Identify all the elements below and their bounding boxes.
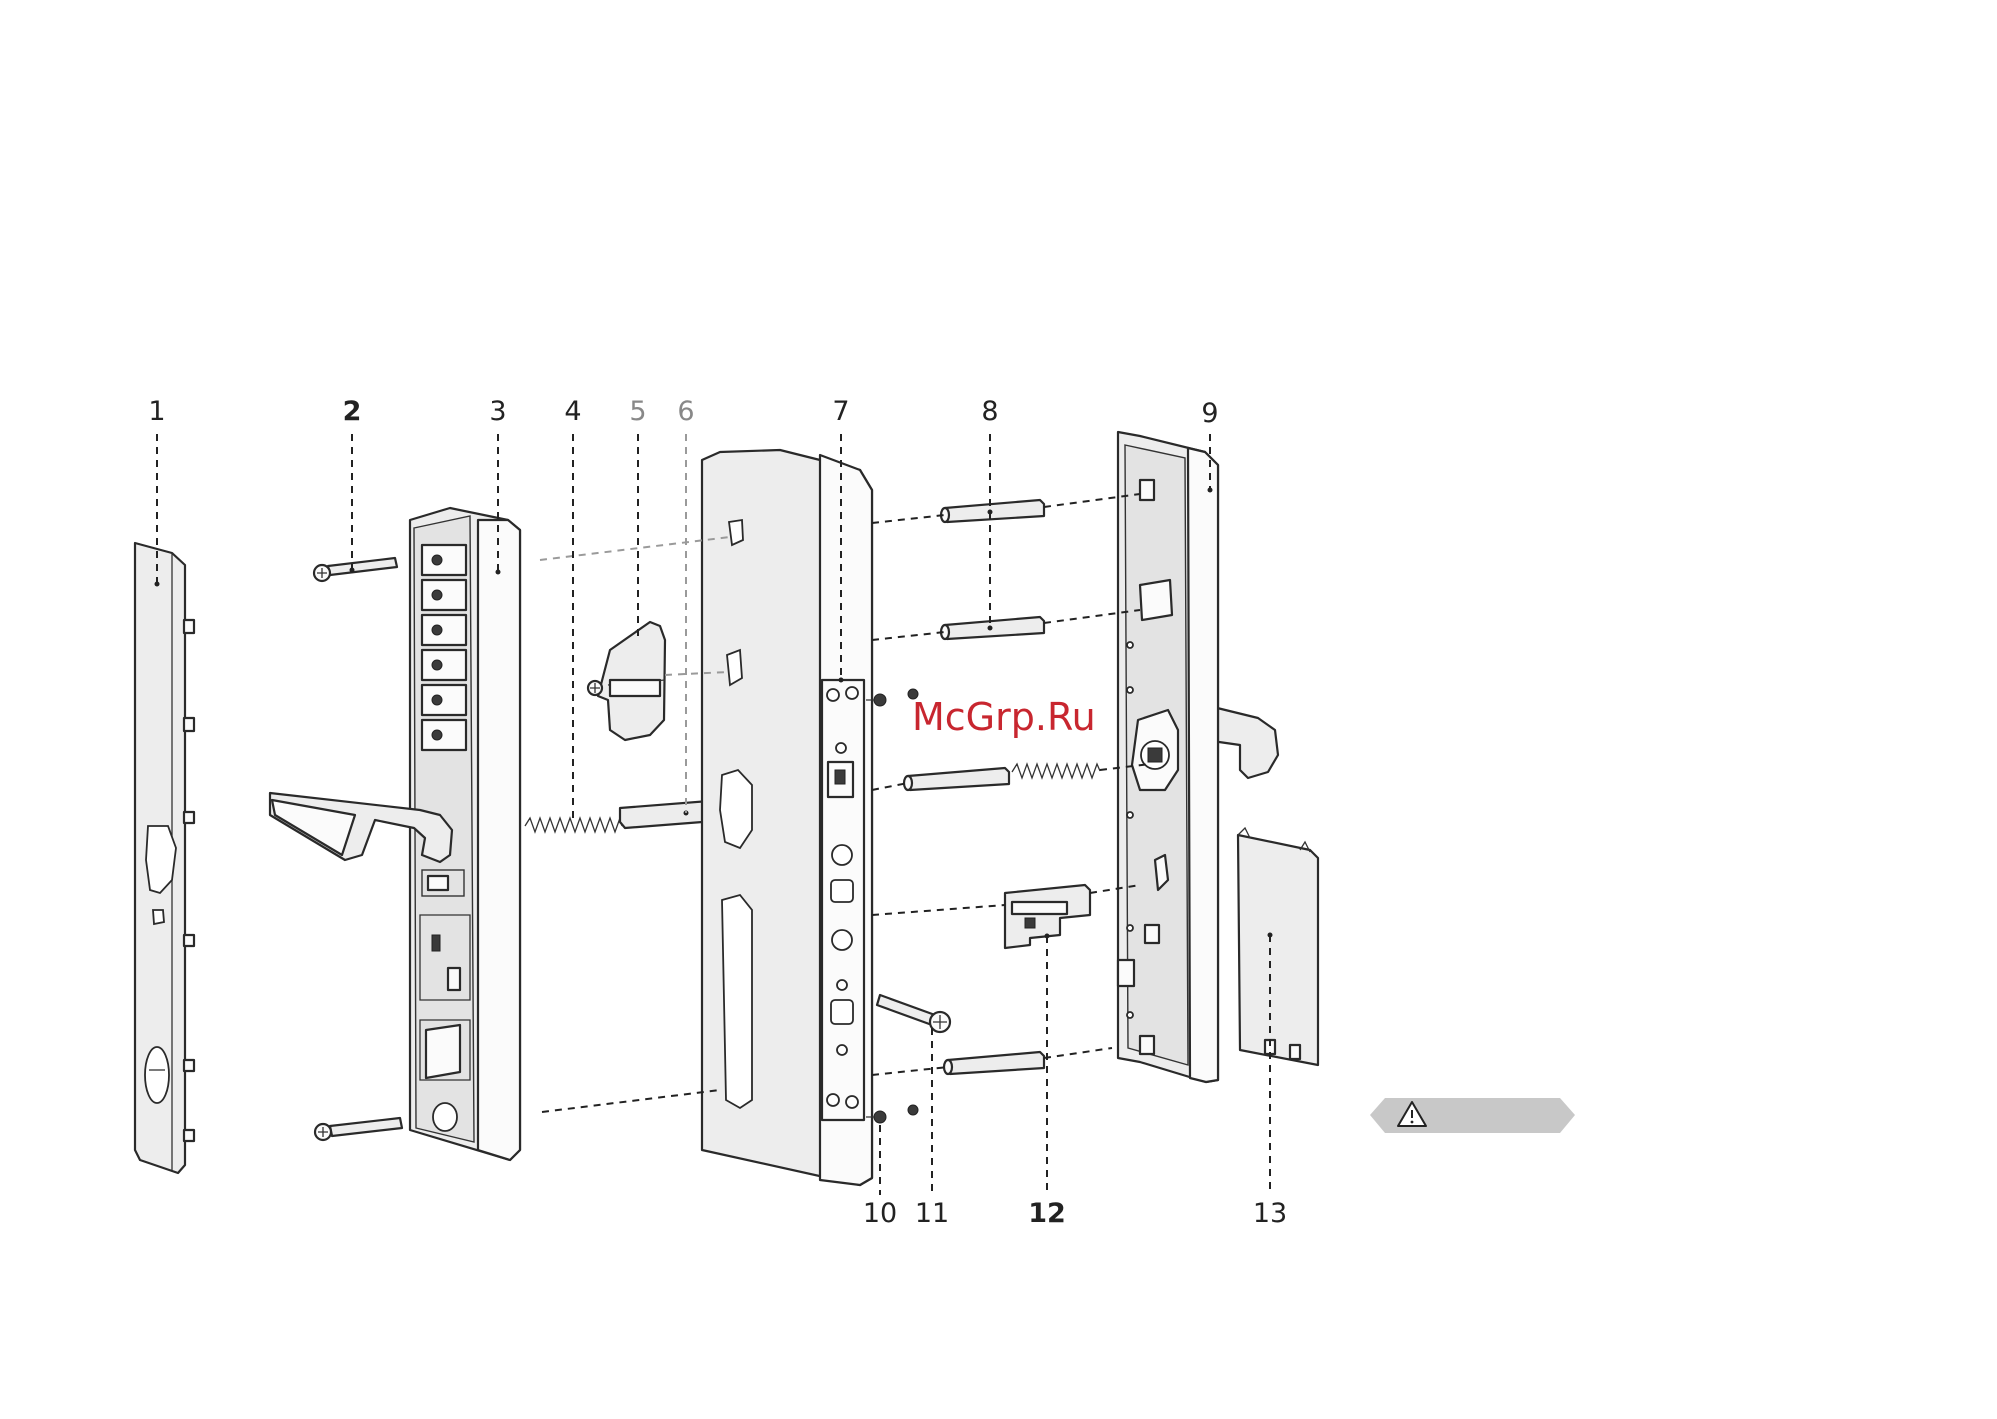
warning-note <box>1370 1098 1575 1133</box>
callout-label-1: 1 <box>148 396 165 427</box>
callout-label-7: 7 <box>832 396 849 427</box>
part-8-rods <box>904 500 1100 1074</box>
part-7-lock-body <box>702 450 872 1185</box>
part-11-screw <box>877 995 950 1032</box>
callout-label-9: 9 <box>1201 398 1218 429</box>
callout-label-4: 4 <box>564 396 581 427</box>
callout-label-13: 13 <box>1253 1198 1287 1229</box>
callout-label-8: 8 <box>981 396 998 427</box>
part-3-outer-body <box>270 508 520 1160</box>
callout-label-10: 10 <box>863 1198 897 1229</box>
callout-label-2: 2 <box>343 396 362 427</box>
callout-label-6: 6 <box>677 396 694 427</box>
callout-label-3: 3 <box>489 396 506 427</box>
part-10-small-screws <box>866 689 918 1123</box>
part-13-battery-cover <box>1238 828 1318 1065</box>
part-5-cam-plate <box>588 622 665 740</box>
callout-label-11: 11 <box>915 1198 949 1229</box>
callout-label-12: 12 <box>1028 1198 1066 1229</box>
callout-label-5: 5 <box>629 396 646 427</box>
part-1-outer-plate <box>135 543 194 1173</box>
warning-note-background <box>1370 1098 1575 1133</box>
part-4-spring <box>525 818 622 832</box>
watermark-text: McGrp.Ru <box>912 695 1096 739</box>
